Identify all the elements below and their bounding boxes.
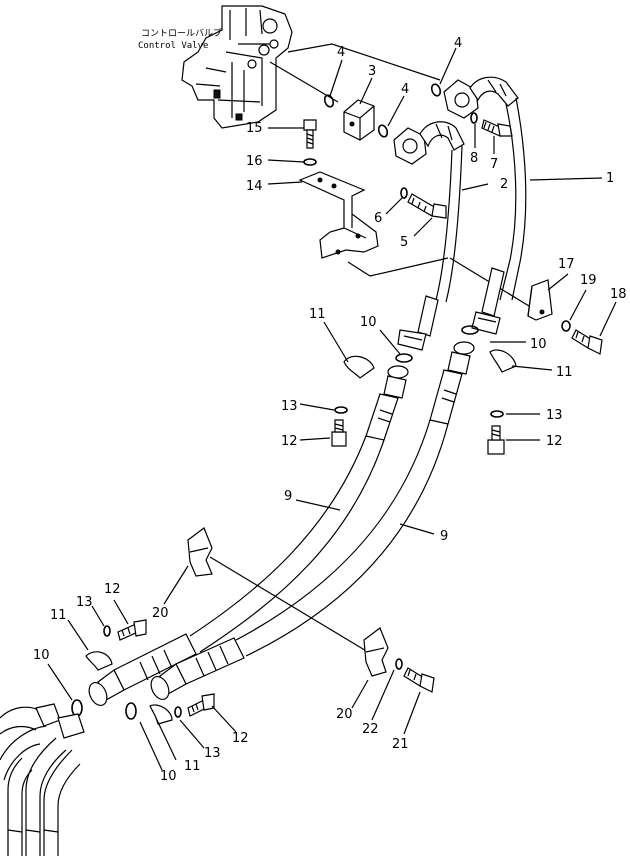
block-3 [343, 99, 375, 141]
label-17: 17 [558, 257, 575, 272]
control-valve [181, 5, 293, 129]
o-ring-4b [377, 124, 389, 138]
bolt-12d [187, 693, 215, 717]
label-8: 8 [470, 151, 478, 166]
label-4c: 4 [454, 36, 462, 51]
split-flange-11d [149, 704, 173, 725]
clamp-17 [527, 279, 553, 321]
o-ring-10d [125, 702, 137, 720]
hose-1 [499, 97, 527, 301]
bolt-15 [303, 119, 317, 149]
hose-1-lower-flange [471, 267, 505, 335]
bolt-12b [487, 425, 505, 455]
label-18: 18 [610, 287, 627, 302]
bolt-21 [403, 667, 435, 693]
label-10b: 10 [530, 337, 547, 352]
label-13d: 13 [204, 746, 221, 761]
part-number-labels: 4 4 4 3 15 16 14 8 7 1 2 6 5 17 19 18 11… [33, 36, 627, 784]
bolt-18 [571, 329, 603, 355]
washer-13a [334, 406, 348, 414]
control-valve-label-jp: コントロールバルブ [141, 27, 222, 39]
label-11d: 11 [184, 759, 201, 774]
washer-8 [470, 112, 478, 124]
leader-lines [47, 47, 617, 771]
split-flange-11b [489, 349, 517, 373]
label-14: 14 [246, 179, 263, 194]
label-20b: 20 [336, 707, 353, 722]
hose-9b [235, 419, 449, 657]
washer-22 [395, 658, 403, 670]
label-13c: 13 [76, 595, 93, 610]
hose-1-fitting [443, 76, 519, 119]
label-12c: 12 [104, 582, 121, 597]
label-13b: 13 [546, 408, 563, 423]
label-12a: 12 [281, 434, 298, 449]
bolt-5 [407, 193, 447, 219]
hose-2-fitting [393, 121, 465, 165]
washer-6 [400, 187, 408, 199]
pipe-assembly [0, 703, 85, 856]
label-10c: 10 [33, 648, 50, 663]
label-21: 21 [392, 737, 409, 752]
split-flange-11a [343, 355, 375, 379]
label-22: 22 [362, 722, 379, 737]
bolt-12c [117, 619, 147, 641]
hose-9a [189, 435, 385, 653]
label-11c: 11 [50, 608, 67, 623]
label-4a: 4 [337, 45, 345, 60]
washer-13d [174, 706, 182, 718]
hose-9-lower-end-a [88, 633, 197, 706]
label-11a: 11 [309, 307, 326, 322]
bracket-14 [298, 171, 379, 259]
hose-9-upper-end-a [365, 365, 409, 441]
label-7: 7 [490, 157, 498, 172]
hose-9-upper-end-b [429, 341, 475, 425]
washer-13c [103, 625, 111, 637]
label-12b: 12 [546, 434, 563, 449]
label-13a: 13 [281, 399, 298, 414]
o-ring-4a [323, 94, 335, 108]
washer-16 [303, 158, 317, 166]
o-ring-4c [430, 83, 442, 97]
hose-2 [435, 145, 463, 303]
label-10d: 10 [160, 769, 177, 784]
label-5: 5 [400, 235, 408, 250]
o-ring-10b [461, 325, 479, 335]
label-1: 1 [606, 171, 614, 186]
label-4b: 4 [401, 82, 409, 97]
hose-2-lower-flange [397, 295, 439, 351]
label-11b: 11 [556, 365, 573, 380]
label-3: 3 [368, 64, 376, 79]
washer-13b [490, 410, 504, 418]
split-flange-11c [85, 651, 113, 671]
clamp-20a [187, 527, 213, 577]
label-6: 6 [374, 211, 382, 226]
label-20a: 20 [152, 606, 169, 621]
label-9a: 9 [284, 489, 292, 504]
control-valve-label-en: Control Valve [138, 41, 208, 51]
label-15: 15 [246, 121, 263, 136]
bolt-12a [331, 419, 347, 447]
label-2: 2 [500, 177, 508, 192]
label-10a: 10 [360, 315, 377, 330]
bolt-7 [481, 119, 513, 137]
o-ring-10a [395, 353, 413, 363]
label-9b: 9 [440, 529, 448, 544]
label-16: 16 [246, 154, 263, 169]
label-12d: 12 [232, 731, 249, 746]
label-19: 19 [580, 273, 597, 288]
washer-19 [561, 320, 571, 332]
hose-9-lower-end-b [150, 637, 245, 700]
clamp-20b [363, 627, 389, 677]
